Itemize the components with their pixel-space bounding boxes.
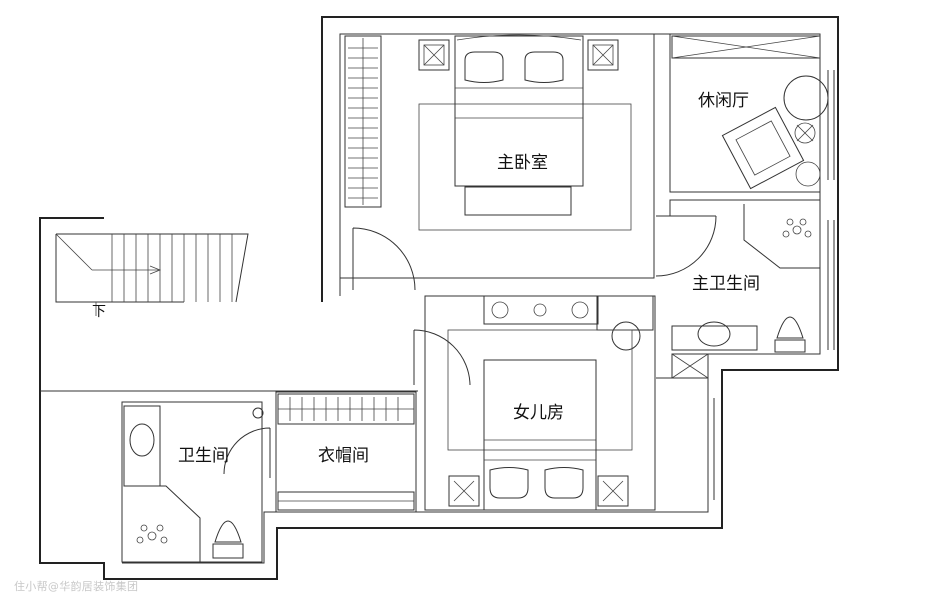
- wardrobe: [344, 35, 382, 208]
- stool: [611, 321, 641, 351]
- bath-toilet: [212, 520, 244, 559]
- master-bath-door: [655, 215, 717, 277]
- bath-shower-head: [136, 524, 168, 544]
- daughter-bed: [483, 359, 597, 511]
- room-label-bathroom: 卫生间: [178, 446, 229, 466]
- master-bed: [454, 34, 584, 187]
- plant: [795, 161, 821, 187]
- bench: [464, 186, 572, 216]
- room-label-lounge: 休闲厅: [698, 91, 749, 111]
- closet: 衣帽间: [275, 391, 417, 513]
- master-bedroom: 主卧室: [339, 33, 655, 291]
- bath-basin: [123, 405, 161, 487]
- toilet: [774, 316, 806, 353]
- master-bathroom: 主卫生间: [655, 199, 835, 379]
- round-table: [783, 75, 829, 121]
- wash-basin: [671, 321, 758, 351]
- room-label-closet: 衣帽间: [318, 446, 369, 466]
- bathroom-door: [223, 427, 271, 478]
- nightstand-left: [418, 39, 450, 71]
- bath-shower-screen: [124, 485, 201, 562]
- cabinet: [671, 353, 709, 379]
- side-cabinet: [596, 295, 654, 331]
- armchair: [721, 106, 805, 190]
- room-label-daughter-room: 女儿房: [513, 403, 564, 423]
- wardrobe-hangers: [348, 47, 378, 199]
- daughter-door: [413, 329, 471, 386]
- staircase: 下: [55, 233, 249, 320]
- room-label-master-bedroom: 主卧室: [497, 153, 548, 173]
- desk: [483, 295, 599, 325]
- floor-lamp: [794, 122, 816, 144]
- bath-fixture: [252, 407, 264, 419]
- room-label-master-bath: 主卫生间: [692, 274, 760, 294]
- rug: [418, 103, 632, 231]
- daughter-room: 女儿房: [413, 295, 715, 511]
- shower-enclosure: [743, 204, 820, 269]
- daughter-nightstand-right: [597, 475, 629, 507]
- lounge: 休闲厅: [669, 33, 835, 193]
- daughter-nightstand-left: [448, 475, 480, 507]
- bathroom: 卫生间: [121, 401, 271, 563]
- lounge-cabinet: [671, 35, 821, 59]
- daughter-rug: [447, 329, 633, 451]
- watermark: 住小帮@华韵居装饰集团: [14, 580, 139, 593]
- master-bedroom-door: [352, 227, 416, 291]
- stair-label: 下: [92, 304, 106, 320]
- nightstand-right: [587, 39, 619, 71]
- shower-head: [782, 218, 812, 238]
